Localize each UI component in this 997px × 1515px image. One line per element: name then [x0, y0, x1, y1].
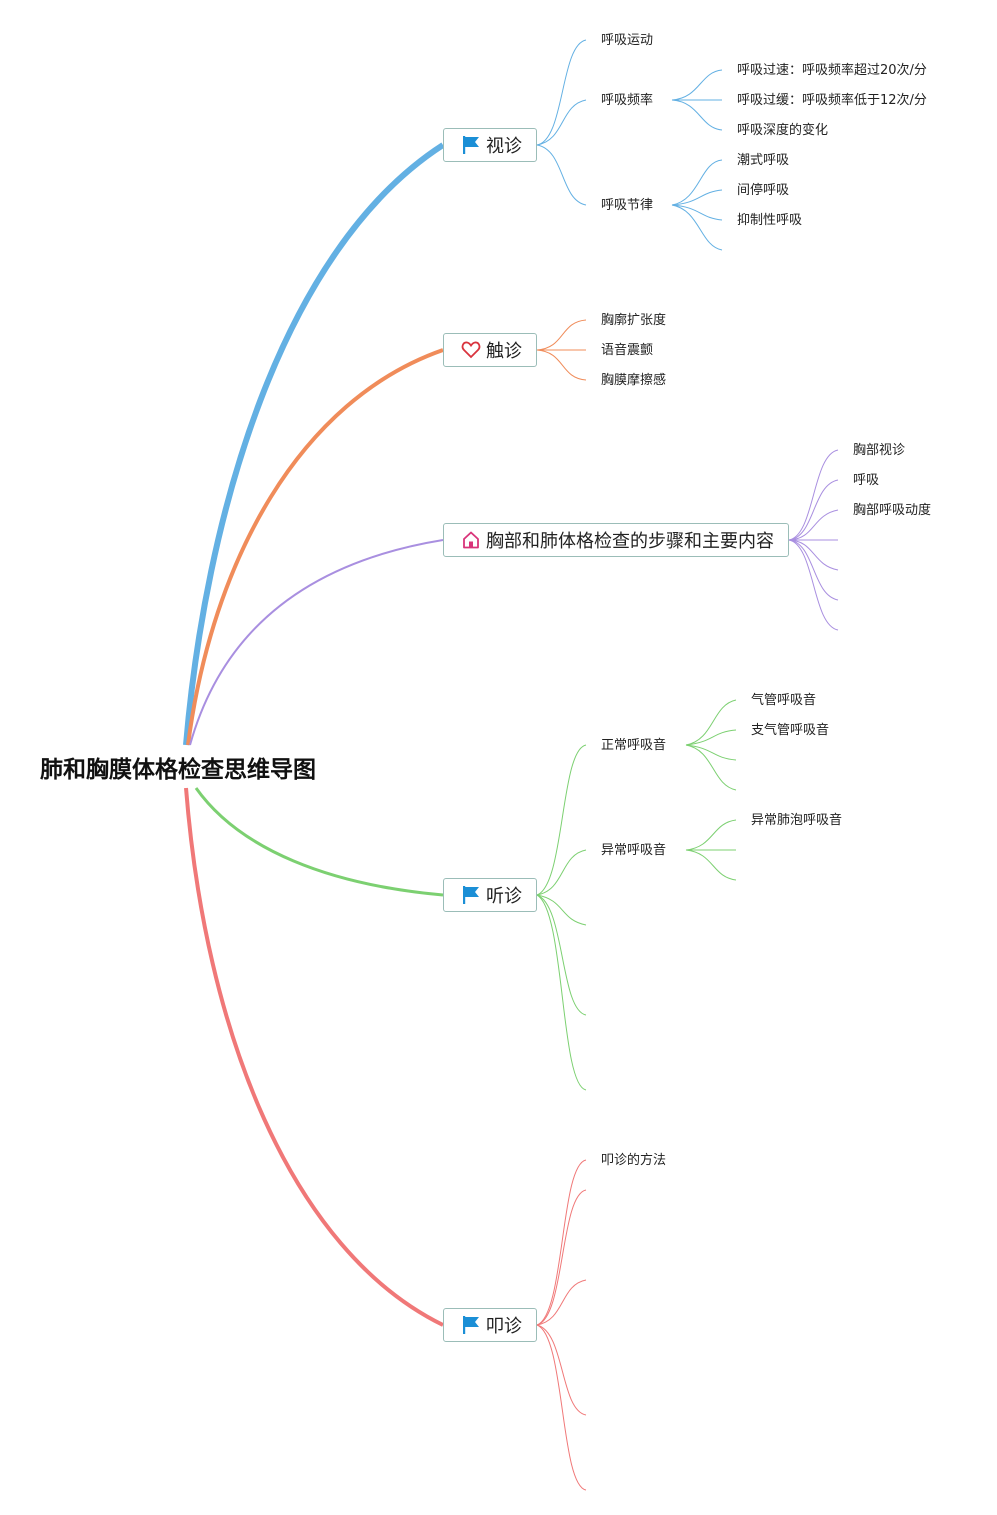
branch-main-steps[interactable]: 胸部和肺体格检查的步骤和主要内容 — [443, 523, 789, 557]
connector-main — [189, 539, 444, 746]
connector-kouzhen — [184, 787, 444, 1327]
topic-breathing-rhythm[interactable]: 呼吸节律 — [601, 198, 654, 213]
topic-inhibited-breathing[interactable]: 抑制性呼吸 — [737, 213, 803, 228]
topic-percussion-method[interactable]: 叩诊的方法 — [601, 1153, 667, 1168]
flag-icon — [460, 884, 482, 906]
topic-biot-breathing[interactable]: 间停呼吸 — [737, 183, 790, 198]
branch-label: 触诊 — [486, 341, 522, 362]
heart-icon — [460, 339, 482, 361]
root-topic[interactable]: 肺和胸膜体格检查思维导图 — [40, 757, 316, 783]
topic-breathing-rate[interactable]: 呼吸频率 — [601, 93, 654, 108]
topic-bradypnea[interactable]: 呼吸过缓：呼吸频率低于12次/分 — [737, 93, 927, 108]
branch-label: 视诊 — [486, 136, 522, 157]
topic-depth-change[interactable]: 呼吸深度的变化 — [737, 123, 829, 138]
topic-chest-breathing-motion[interactable]: 胸部呼吸动度 — [853, 503, 932, 518]
branch-shizhen[interactable]: 视诊 — [443, 128, 537, 162]
branch-tingzhen[interactable]: 听诊 — [443, 878, 537, 912]
topic-tachypnea[interactable]: 呼吸过速：呼吸频率超过20次/分 — [737, 63, 927, 78]
flag-icon — [460, 1314, 482, 1336]
topic-abnormal-breath-sounds[interactable]: 异常呼吸音 — [601, 843, 667, 858]
topic-chest-inspection[interactable]: 胸部视诊 — [853, 443, 906, 458]
branch-label: 胸部和肺体格检查的步骤和主要内容 — [486, 531, 774, 552]
branch-label: 听诊 — [486, 886, 522, 907]
topic-breathing-movement[interactable]: 呼吸运动 — [601, 33, 654, 48]
branch-kouzhen[interactable]: 叩诊 — [443, 1308, 537, 1342]
home-icon — [460, 529, 482, 551]
topic-bronchial-breath-sound[interactable]: 支气管呼吸音 — [751, 723, 830, 738]
topic-normal-breath-sounds[interactable]: 正常呼吸音 — [601, 738, 667, 753]
connector-tingzhen — [194, 787, 444, 897]
branch-label: 叩诊 — [486, 1316, 522, 1337]
topic-vocal-fremitus[interactable]: 语音震颤 — [601, 343, 654, 358]
topic-cheyne-stokes[interactable]: 潮式呼吸 — [737, 153, 790, 168]
topic-tracheal-breath-sound[interactable]: 气管呼吸音 — [751, 693, 817, 708]
topic-breathing[interactable]: 呼吸 — [853, 473, 880, 488]
topic-abnormal-vesicular-sound[interactable]: 异常肺泡呼吸音 — [751, 813, 843, 828]
branch-chuzhen[interactable]: 触诊 — [443, 333, 537, 367]
flag-icon — [460, 134, 482, 156]
topic-chest-expansion[interactable]: 胸廓扩张度 — [601, 313, 667, 328]
topic-pleural-friction[interactable]: 胸膜摩擦感 — [601, 373, 667, 388]
connector-chuzhen — [186, 348, 444, 746]
connector-shizhen — [183, 142, 445, 746]
